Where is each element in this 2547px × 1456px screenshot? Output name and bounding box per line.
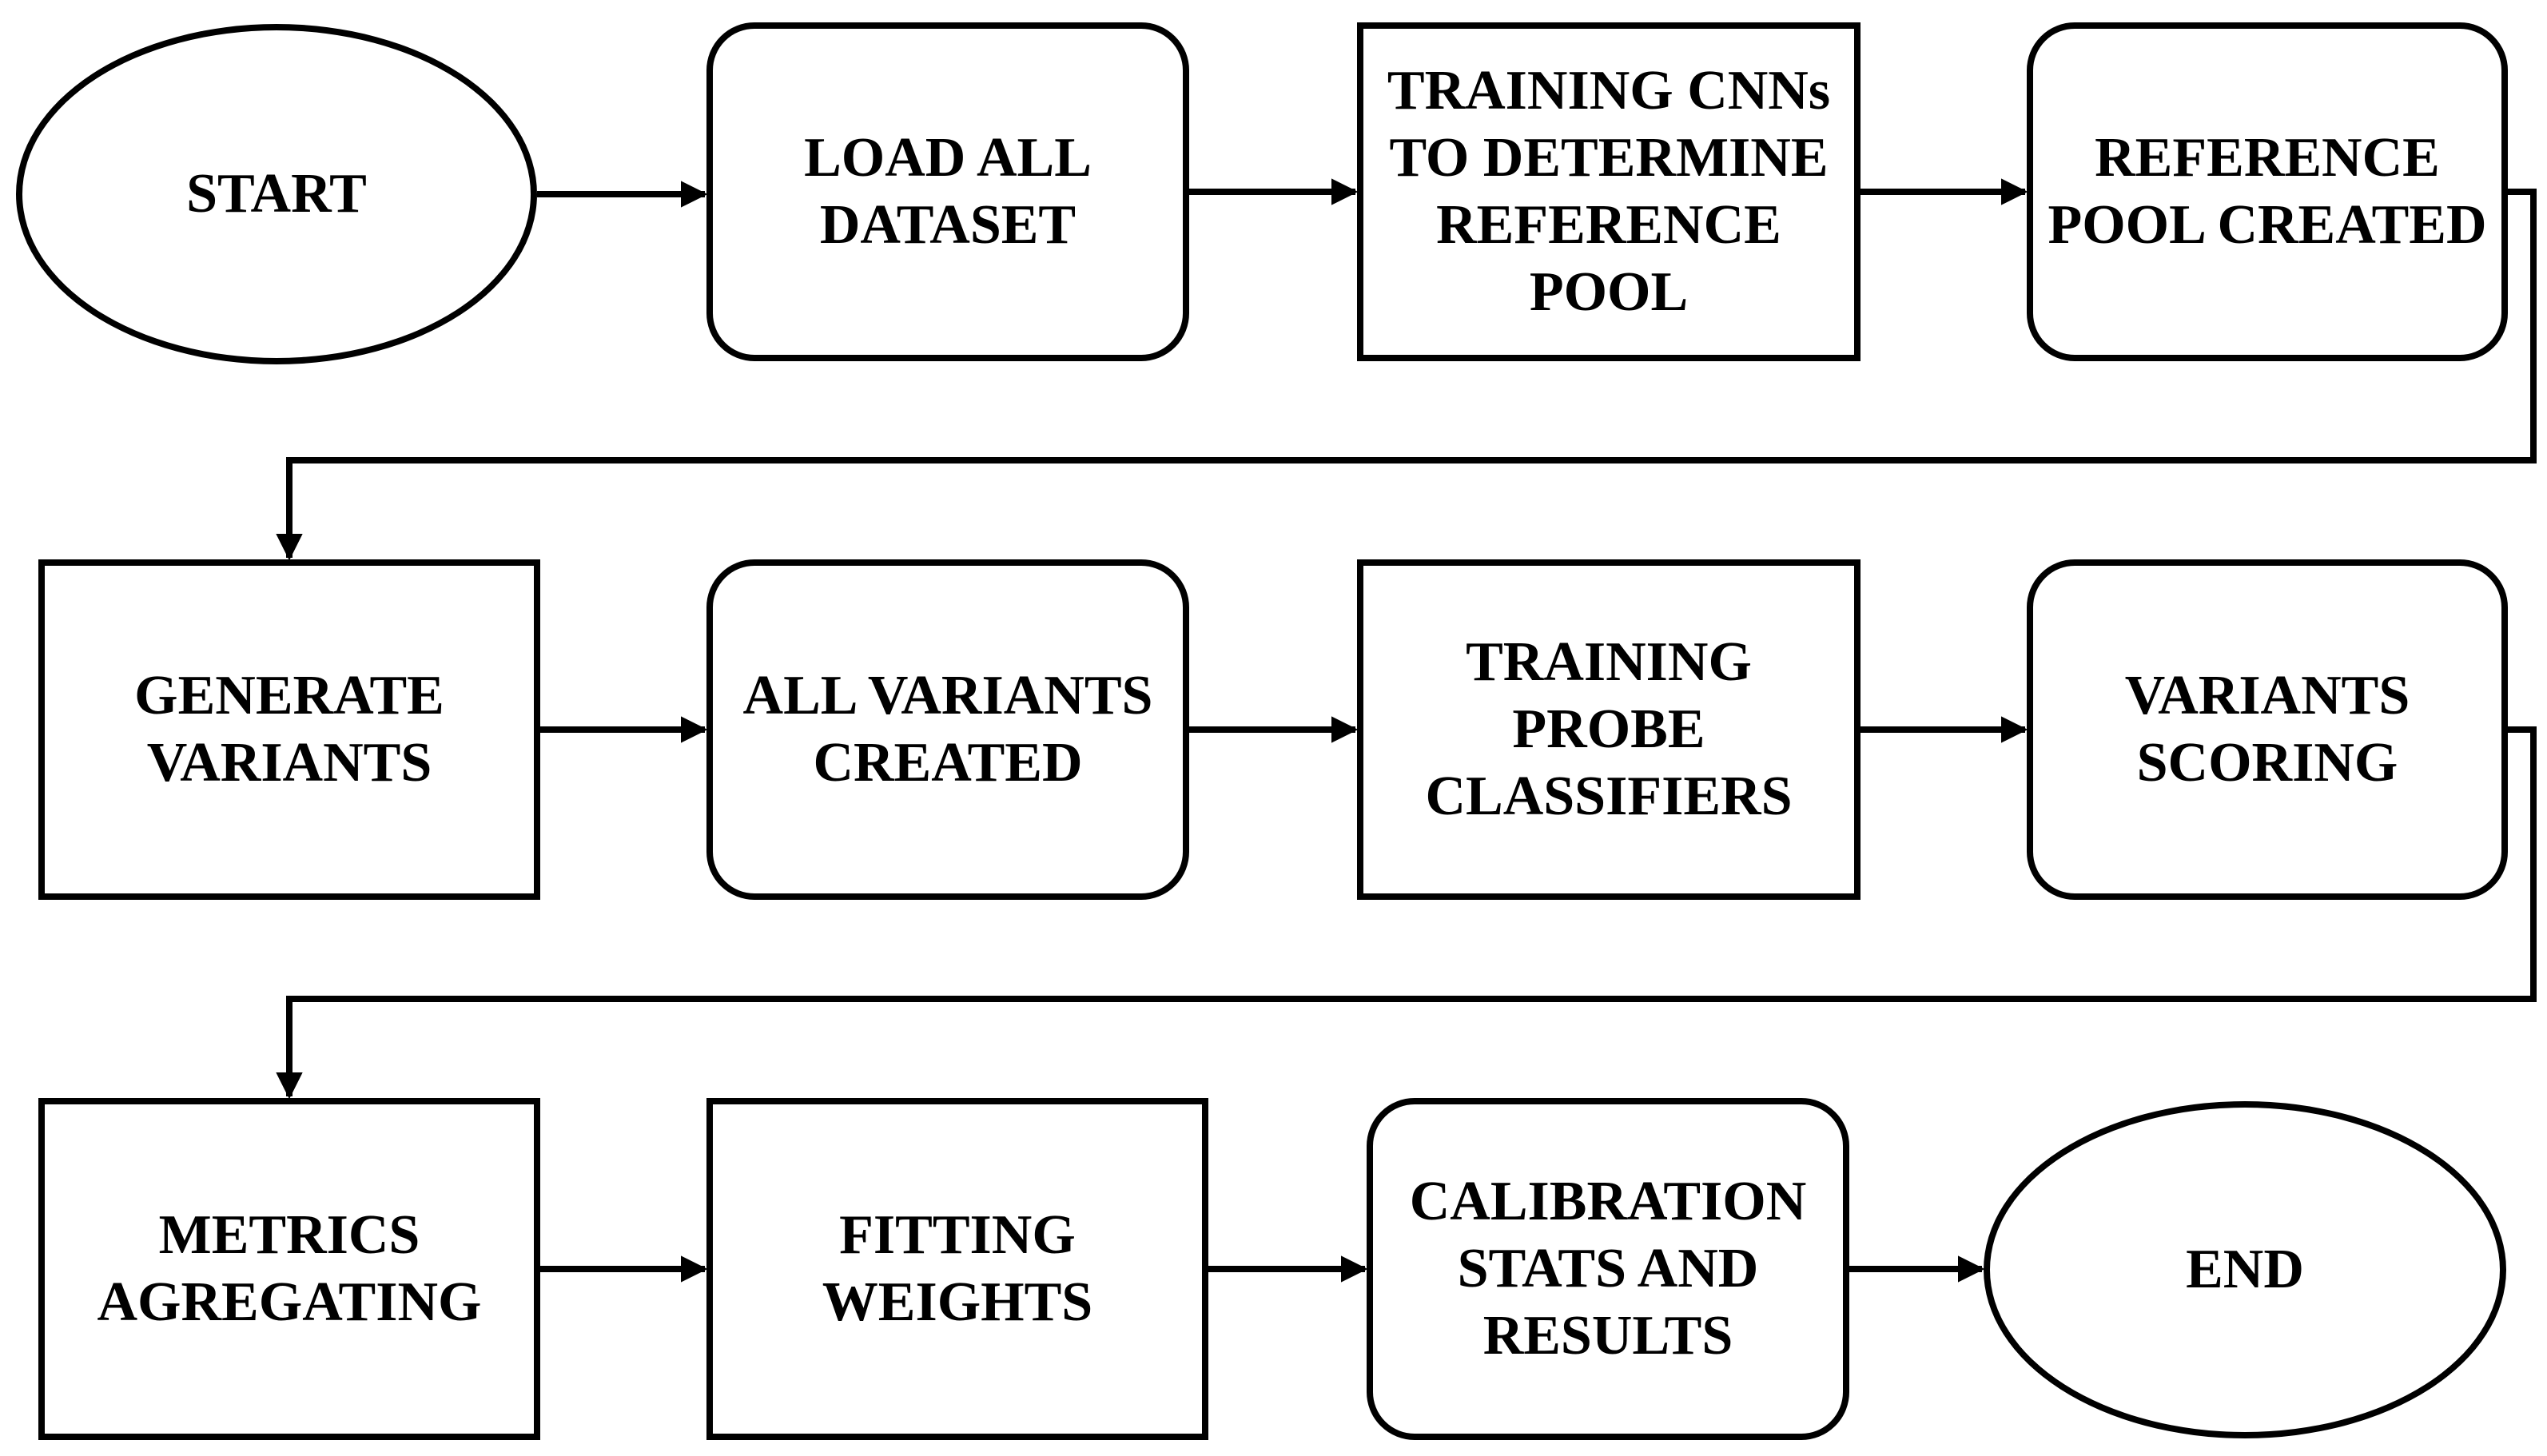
load-all-dataset-step: LOAD ALL DATASET — [706, 22, 1189, 361]
calibration-stats-results-step: CALIBRATION STATS AND RESULTS — [1367, 1098, 1849, 1440]
variants-scoring-step: VARIANTS SCORING — [2027, 559, 2508, 900]
end-node: END — [1984, 1101, 2506, 1438]
start-node: START — [16, 24, 537, 364]
reference-pool-created-step: REFERENCE POOL CREATED — [2027, 22, 2508, 361]
metrics-agregating-label: METRICS AGREGATING — [97, 1204, 482, 1333]
fitting-weights-step: FITTING WEIGHTS — [706, 1098, 1208, 1440]
reference-pool-created-label: REFERENCE POOL CREATED — [2048, 127, 2487, 256]
start-label: START — [186, 163, 367, 225]
arrow-scoring-to-metrics — [276, 726, 2537, 1100]
end-label: END — [2186, 1239, 2304, 1300]
arrow-ref_pool-to-gen_variants — [276, 189, 2537, 561]
generate-variants-step: GENERATE VARIANTS — [38, 559, 540, 900]
variants-scoring-label: VARIANTS SCORING — [2124, 665, 2410, 794]
generate-variants-label: GENERATE VARIANTS — [134, 665, 444, 794]
training-probe-classifiers-step: TRAINING PROBE CLASSIFIERS — [1357, 559, 1861, 900]
training-probe-classifiers-label: TRAINING PROBE CLASSIFIERS — [1425, 631, 1793, 827]
fitting-weights-label: FITTING WEIGHTS — [822, 1204, 1093, 1333]
metrics-agregating-step: METRICS AGREGATING — [38, 1098, 540, 1440]
calibration-stats-results-label: CALIBRATION STATS AND RESULTS — [1409, 1171, 1807, 1366]
all-variants-created-step: ALL VARIANTS CREATED — [706, 559, 1189, 900]
load-all-dataset-label: LOAD ALL DATASET — [804, 127, 1092, 256]
all-variants-created-label: ALL VARIANTS CREATED — [742, 665, 1153, 794]
training-cnns-label: TRAINING CNNs TO DETERMINE REFERENCE POO… — [1387, 60, 1831, 323]
training-cnns-step: TRAINING CNNs TO DETERMINE REFERENCE POO… — [1357, 22, 1861, 361]
